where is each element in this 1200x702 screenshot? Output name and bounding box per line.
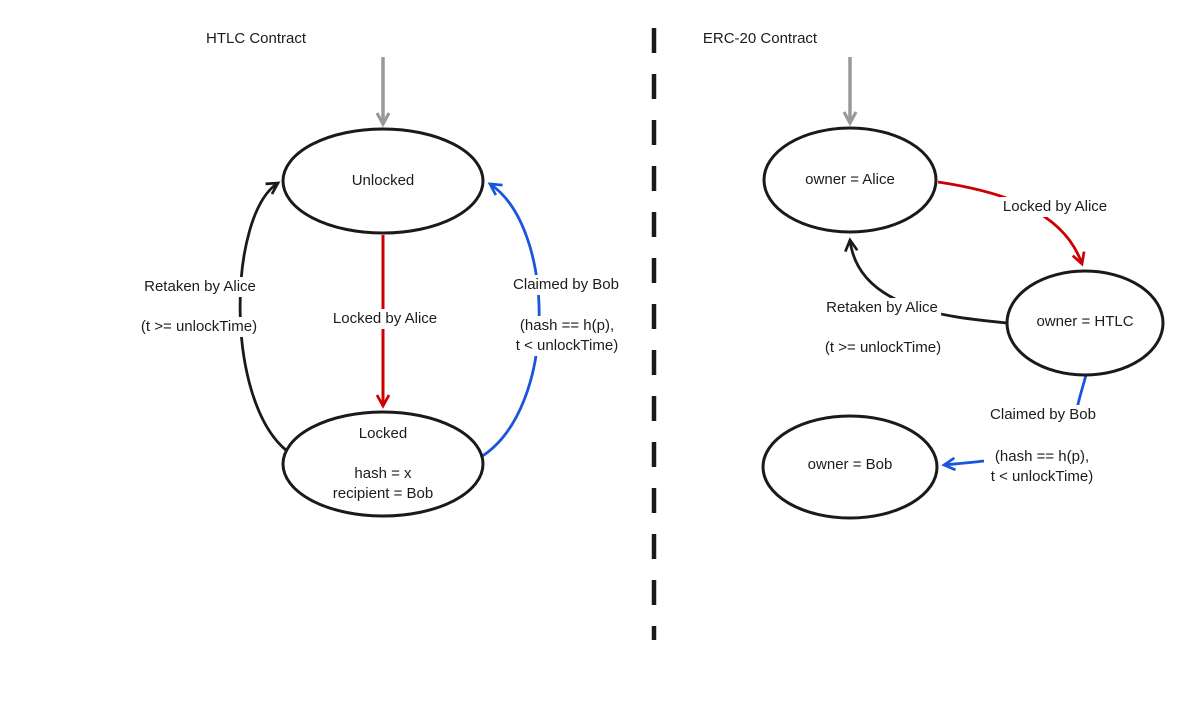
edge-label-retaken-by-alice-right: Retaken by Alice (823, 298, 941, 318)
edge-condition-claimed-left-line2: t < unlockTime) (515, 337, 619, 354)
state-locked-prop-hash: hash = x (354, 465, 412, 482)
state-owner-bob-ellipse (761, 414, 939, 520)
edge-condition-claimed-right-line2: t < unlockTime) (990, 468, 1094, 485)
edge-claimed-by-bob-right-stub (1075, 374, 1088, 410)
edge-condition-claimed-left: (hash == h(p), t < unlockTime) (512, 316, 622, 356)
state-locked-ellipse (281, 410, 485, 518)
edge-retaken-by-alice-left (238, 181, 288, 453)
state-locked-title: Locked (358, 425, 408, 442)
edge-label-claimed-by-bob-left: Claimed by Bob (510, 275, 622, 295)
state-locked-spacer (333, 444, 433, 464)
state-locked-prop-recipient: recipient = Bob (332, 485, 434, 502)
right-panel-title: ERC-20 Contract (702, 30, 818, 47)
edge-locked-by-alice-right (937, 180, 1086, 267)
edge-condition-retaken-right: (t >= unlockTime) (821, 338, 945, 358)
left-panel-title: HTLC Contract (205, 30, 307, 47)
state-unlocked-ellipse (281, 127, 485, 235)
state-owner-htlc-label: owner = HTLC (1036, 313, 1134, 330)
edge-label-claimed-by-bob-right: Claimed by Bob (987, 405, 1099, 425)
state-owner-bob-label: owner = Bob (807, 456, 893, 473)
state-owner-alice-label: owner = Alice (805, 171, 895, 188)
edge-condition-retaken-left: (t >= unlockTime) (137, 317, 261, 337)
edge-label-locked-by-alice-right: Locked by Alice (999, 197, 1111, 217)
edge-claimed-by-bob-right-arrow (941, 456, 985, 472)
edge-label-retaken-by-alice-left: Retaken by Alice (141, 277, 259, 297)
state-owner-htlc-ellipse (1005, 269, 1165, 377)
state-locked-label: Locked hash = x recipient = Bob (333, 424, 433, 504)
edge-condition-claimed-right: (hash == h(p), t < unlockTime) (987, 447, 1097, 487)
edge-condition-claimed-right-line1: (hash == h(p), (994, 448, 1090, 465)
state-owner-alice-ellipse (762, 126, 938, 234)
state-unlocked-label: Unlocked (351, 172, 415, 189)
edge-condition-claimed-left-line1: (hash == h(p), (519, 317, 615, 334)
edge-label-locked-by-alice-left: Locked by Alice (329, 309, 441, 329)
